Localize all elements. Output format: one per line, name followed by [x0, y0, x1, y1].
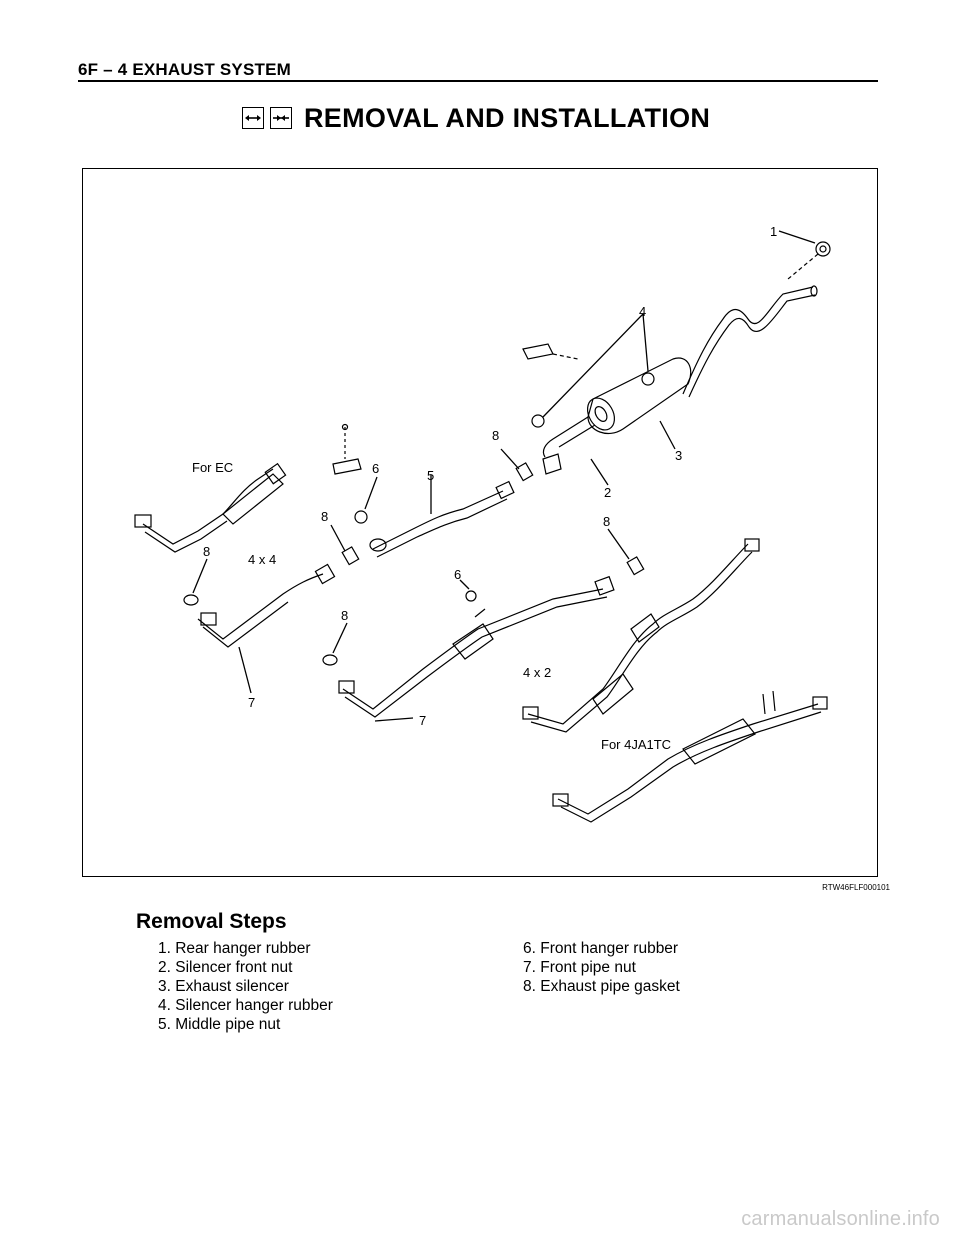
removal-step: 6. Front hanger rubber — [523, 940, 679, 957]
exhaust-silencer — [542, 357, 692, 458]
gasket-ring-b — [322, 654, 338, 666]
removal-step: 3. Exhaust silencer — [158, 978, 289, 995]
callout-3: 3 — [675, 448, 682, 463]
front-pipe-4x4 — [197, 563, 336, 648]
callout-8-d: 8 — [203, 544, 210, 559]
middle-pipe — [369, 480, 515, 558]
removal-step: 4. Silencer hanger rubber — [158, 997, 333, 1014]
removal-step: 7. Front pipe nut — [523, 959, 636, 976]
section-title: 6F – 4 EXHAUST SYSTEM — [78, 60, 291, 79]
removal-step: 2. Silencer front nut — [158, 959, 293, 976]
page-header: 6F – 4 EXHAUST SYSTEM — [78, 58, 878, 82]
removal-steps-column-1: 1. Rear hanger rubber 2. Silencer front … — [158, 939, 333, 1034]
callout-6-upper: 6 — [372, 461, 379, 476]
bracket-upper — [522, 343, 579, 360]
removal-step: 5. Middle pipe nut — [158, 1016, 281, 1033]
label-4x4: 4 x 4 — [248, 552, 276, 567]
callout-8-c: 8 — [603, 514, 610, 529]
callout-1: 1 — [770, 224, 777, 239]
label-for-4ja1tc: For 4JA1TC — [601, 737, 671, 752]
exhaust-system-figure: For EC 4 x 4 4 x 2 For 4JA1TC 1 2 3 4 5 … — [82, 168, 878, 877]
tail-pipe — [682, 285, 818, 398]
callout-7-right: 7 — [419, 713, 426, 728]
watermark: carmanualsonline.info — [741, 1208, 940, 1230]
gasket-a — [515, 462, 534, 482]
callout-8-e: 8 — [341, 608, 348, 623]
title-text: REMOVAL AND INSTALLATION — [304, 102, 711, 133]
front-hanger-rubber-upper — [332, 423, 368, 524]
removal-steps-column-2: 6. Front hanger rubber 7. Front pipe nut… — [523, 939, 680, 996]
page-title: REMOVAL AND INSTALLATION — [242, 100, 710, 136]
callout-8-a: 8 — [492, 428, 499, 443]
callout-7-left: 7 — [248, 695, 255, 710]
long-pipe-4x4 — [338, 575, 615, 718]
label-for-ec: For EC — [192, 460, 233, 475]
pipe-4ja1tc — [552, 690, 828, 823]
pipe-4x2 — [522, 538, 760, 733]
callout-5: 5 — [427, 468, 434, 483]
rear-hanger-rubber — [787, 241, 831, 280]
installation-arrows-icon — [270, 107, 292, 129]
exhaust-diagram: For EC 4 x 4 4 x 2 For 4JA1TC 1 2 3 4 5 … — [134, 224, 831, 823]
removal-arrows-icon — [242, 107, 264, 129]
removal-step: 8. Exhaust pipe gasket — [523, 978, 680, 995]
figure-code: RTW46FLF000101 — [822, 883, 890, 892]
gasket-b — [341, 546, 360, 566]
callout-lines — [192, 230, 816, 722]
label-4x2: 4 x 2 — [523, 665, 551, 680]
removal-step: 1. Rear hanger rubber — [158, 940, 311, 957]
callout-2: 2 — [604, 485, 611, 500]
gasket-c — [626, 556, 645, 576]
callout-8-b: 8 — [321, 509, 328, 524]
front-pipe-ec — [134, 462, 287, 553]
silencer-hanger-rubber-lower — [531, 414, 545, 428]
gasket-ring-a — [183, 594, 199, 606]
callout-4: 4 — [639, 304, 646, 319]
removal-steps-title: Removal Steps — [136, 910, 287, 933]
silencer-front-flange — [542, 453, 562, 475]
callout-6-lower: 6 — [454, 567, 461, 582]
silencer-hanger-rubber-upper — [641, 372, 655, 386]
